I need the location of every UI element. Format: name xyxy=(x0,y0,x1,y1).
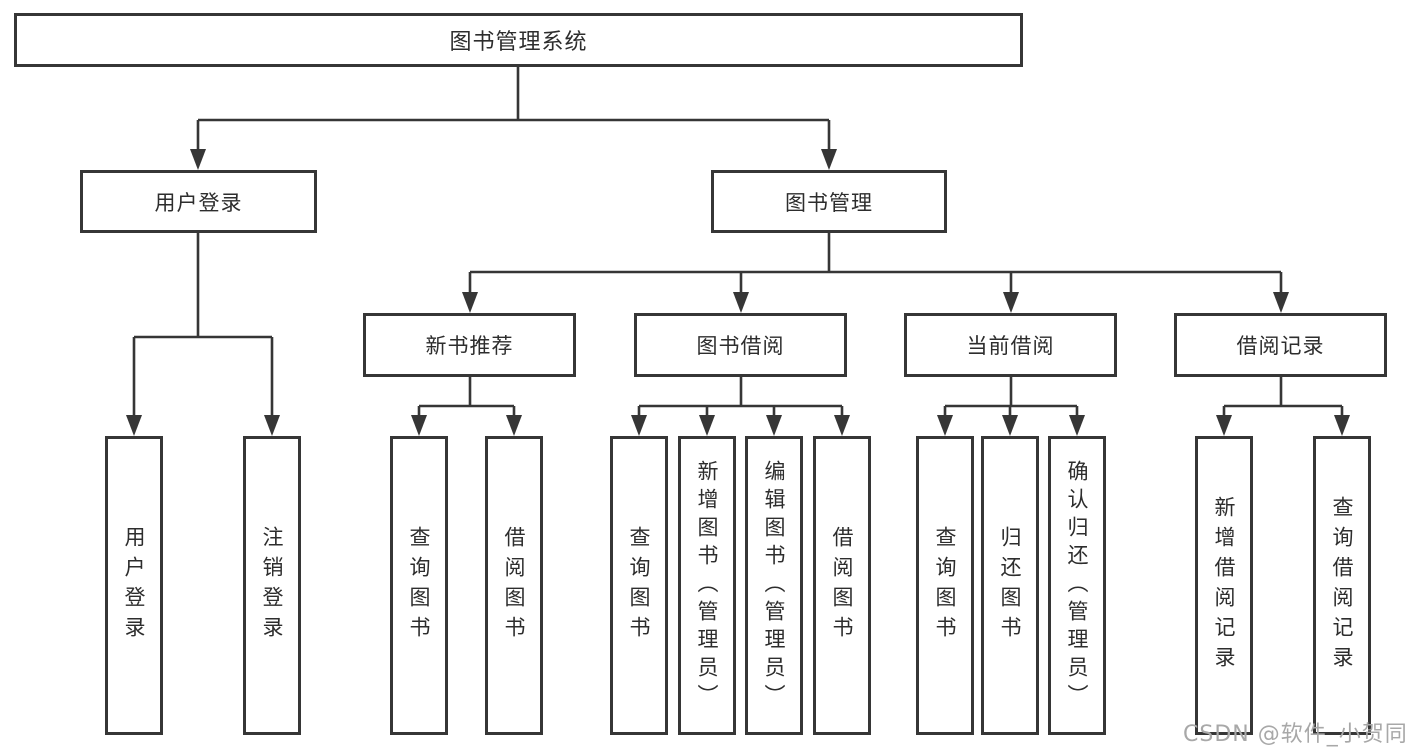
node-new-book-recommend-label: 新书推荐 xyxy=(425,334,514,358)
connector-user-login-to-leaves xyxy=(132,233,274,416)
node-book-management-label: 图书管理 xyxy=(785,190,873,215)
leaf-borrow-books-label: 借阅图书 xyxy=(830,525,855,646)
leaf-user-login-label: 用户登录 xyxy=(122,525,147,646)
leaf-logout: 注销登录 xyxy=(243,436,301,735)
leaf-borrow-books-newbook-label: 借阅图书 xyxy=(502,525,527,646)
arrowheads-level2 xyxy=(190,149,837,170)
csdn-watermark: CSDN @软件_小贺同学 xyxy=(1183,722,1405,747)
arrowheads-user-login-leaves xyxy=(126,415,280,436)
node-book-borrow: 图书借阅 xyxy=(634,313,847,377)
leaf-add-borrow-record: 新增借阅记录 xyxy=(1195,436,1253,735)
node-root-label: 图书管理系统 xyxy=(449,30,588,55)
connector-book-borrow-to-leaves xyxy=(637,377,844,416)
node-root-system: 图书管理系统 xyxy=(14,13,1023,67)
node-borrow-record-label: 借阅记录 xyxy=(1236,334,1325,358)
arrowheads-level3 xyxy=(462,292,1289,313)
node-current-borrow-label: 当前借阅 xyxy=(966,334,1055,358)
connector-new-book-to-leaves xyxy=(417,377,516,416)
arrowheads-current-borrow-leaves xyxy=(937,415,1085,436)
arrowheads-borrow-record-leaves xyxy=(1216,415,1350,436)
leaf-logout-label: 注销登录 xyxy=(260,525,285,646)
leaf-query-books-newbook: 查询图书 xyxy=(390,436,448,735)
leaf-add-books-admin-label: 新增图书（管理员） xyxy=(695,459,720,712)
leaf-query-books-borrow: 查询图书 xyxy=(610,436,668,735)
leaf-query-books-borrow-label: 查询图书 xyxy=(627,525,652,646)
node-new-book-recommend: 新书推荐 xyxy=(363,313,576,377)
arrowheads-book-borrow-leaves xyxy=(631,415,850,436)
leaf-confirm-return-admin: 确认归还（管理员） xyxy=(1048,436,1106,735)
node-book-borrow-label: 图书借阅 xyxy=(696,334,785,358)
connector-root-to-level2 xyxy=(196,67,831,150)
connector-current-borrow-to-leaves xyxy=(943,377,1079,416)
leaf-query-borrow-record-label: 查询借阅记录 xyxy=(1330,495,1355,676)
leaf-query-books-newbook-label: 查询图书 xyxy=(407,525,432,646)
node-borrow-record: 借阅记录 xyxy=(1174,313,1387,377)
leaf-borrow-books-newbook: 借阅图书 xyxy=(485,436,543,735)
leaf-edit-books-admin: 编辑图书（管理员） xyxy=(745,436,803,735)
leaf-user-login: 用户登录 xyxy=(105,436,163,735)
leaf-add-borrow-record-label: 新增借阅记录 xyxy=(1212,495,1237,676)
arrowheads-new-book-leaves xyxy=(411,415,522,436)
leaf-query-borrow-record: 查询借阅记录 xyxy=(1313,436,1371,735)
leaf-add-books-admin: 新增图书（管理员） xyxy=(678,436,736,735)
leaf-return-books-label: 归还图书 xyxy=(998,525,1023,646)
leaf-query-books-current: 查询图书 xyxy=(916,436,974,735)
node-current-borrow: 当前借阅 xyxy=(904,313,1117,377)
connector-borrow-record-to-leaves xyxy=(1222,377,1344,416)
node-book-management: 图书管理 xyxy=(711,170,947,233)
node-user-login: 用户登录 xyxy=(80,170,317,233)
connector-book-mgmt-to-level3 xyxy=(468,233,1283,293)
node-user-login-label: 用户登录 xyxy=(154,190,243,215)
leaf-return-books: 归还图书 xyxy=(981,436,1039,735)
leaf-confirm-return-admin-label: 确认归还（管理员） xyxy=(1065,459,1090,712)
leaf-query-books-current-label: 查询图书 xyxy=(933,525,958,646)
leaf-edit-books-admin-label: 编辑图书（管理员） xyxy=(762,459,787,712)
leaf-borrow-books: 借阅图书 xyxy=(813,436,871,735)
